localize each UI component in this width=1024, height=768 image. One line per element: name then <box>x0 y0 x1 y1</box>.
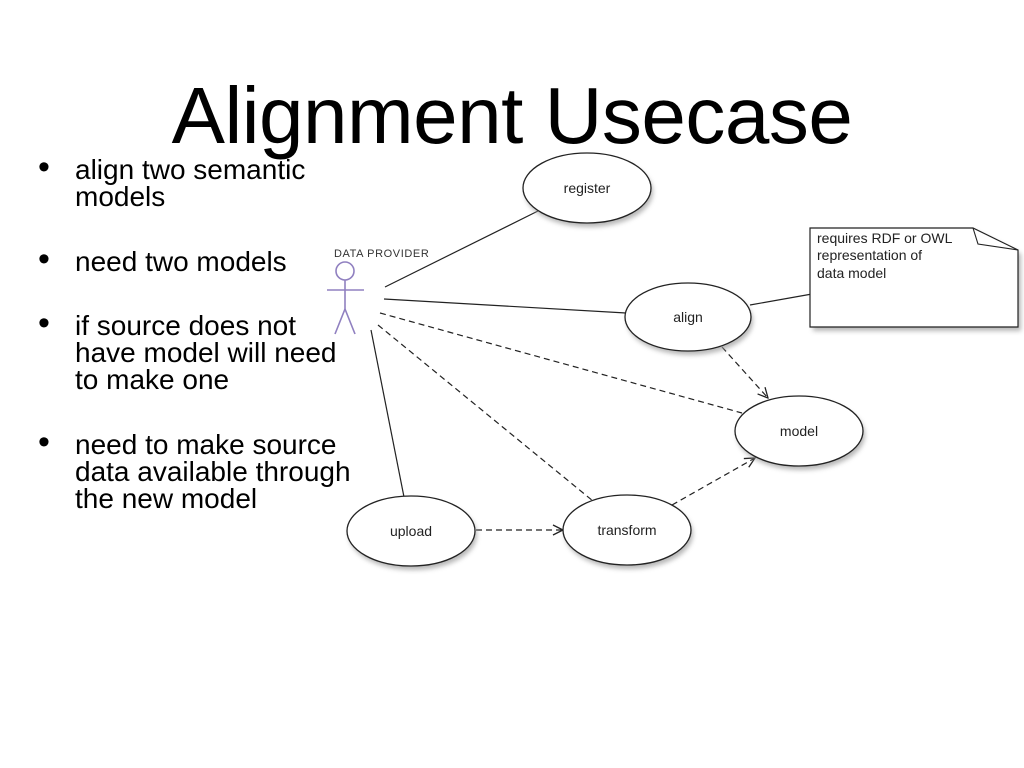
dep-actor-model <box>379 312 743 414</box>
bullet-line: need to make source <box>75 429 337 460</box>
bullet-line: have model will need <box>75 337 337 368</box>
folded-corner-icon <box>972 227 1019 251</box>
bullet-item: • if source does not have model will nee… <box>38 304 398 395</box>
usecase-register: register <box>522 152 653 227</box>
bullet-item: • need to make source data available thr… <box>38 423 398 514</box>
usecase-upload: upload <box>346 495 477 570</box>
bullet-icon: • <box>38 304 50 342</box>
bullet-line: align two semantic <box>75 154 306 185</box>
assoc-align-note <box>749 293 813 306</box>
bullet-icon: • <box>38 148 50 186</box>
note-line: data model <box>817 265 886 281</box>
usecase-label: register <box>564 180 611 196</box>
actor-data-provider: DATA PROVIDER <box>327 248 429 335</box>
connectors <box>370 210 813 530</box>
dep-actor-transform <box>377 324 594 502</box>
assoc-actor-register <box>384 210 539 288</box>
assoc-actor-upload <box>370 329 405 498</box>
bullet-line: to make one <box>75 364 230 395</box>
bullet-item: • need two models <box>38 240 398 278</box>
bullet-line: the new model <box>75 483 258 514</box>
bullet-item: • align two semantic models <box>38 148 398 212</box>
usecase-label: transform <box>597 522 656 538</box>
assoc-actor-align <box>383 298 627 314</box>
slide-title: Alignment Usecase <box>171 71 853 160</box>
bullet-line: models <box>75 181 166 212</box>
dep-transform-model <box>671 458 755 506</box>
note-requirements: requires RDF or OWL representation of da… <box>809 227 1021 331</box>
bullet-icon: • <box>38 423 50 461</box>
usecase-label: model <box>780 423 818 439</box>
bullet-list: • align two semantic models • need two m… <box>38 148 398 550</box>
bullet-icon: • <box>38 240 50 278</box>
bullet-line: data available through <box>75 456 351 487</box>
note-line: requires RDF or OWL <box>817 230 953 246</box>
actor-label: DATA PROVIDER <box>334 248 429 260</box>
stick-figure-icon <box>327 261 364 335</box>
note-line: representation of <box>817 247 922 263</box>
bullet-line: if source does not <box>75 310 297 341</box>
usecase-label: upload <box>390 523 432 539</box>
usecase-transform: transform <box>562 494 693 569</box>
usecase-align: align <box>624 282 753 355</box>
dep-align-model <box>721 346 768 398</box>
usecase-label: align <box>673 309 703 325</box>
bullet-line: need two models <box>75 246 287 277</box>
usecase-model: model <box>734 395 865 470</box>
